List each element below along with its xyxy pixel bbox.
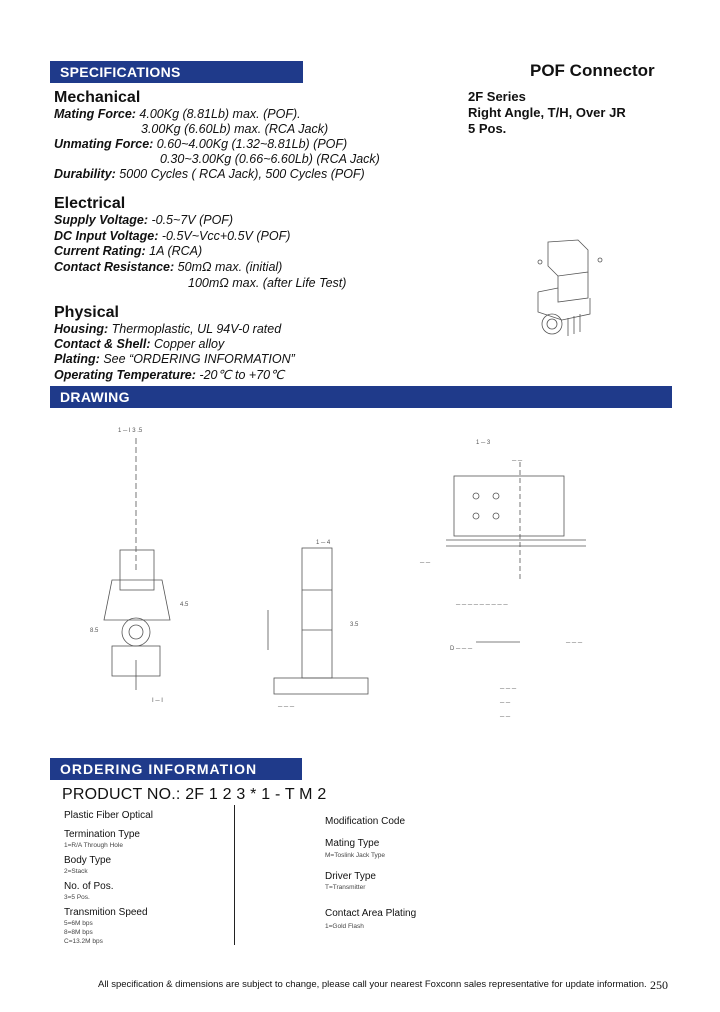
- durability-spec: Durability: 5000 Cycles ( RCA Jack), 500…: [54, 167, 365, 181]
- contact-resistance-spec: Contact Resistance: 50mΩ max. (initial): [54, 260, 282, 274]
- contact-shell-spec: Contact & Shell: Copper alloy: [54, 337, 224, 351]
- side-view-drawing: 1 ─ 4 ─ ─ ─ 3.5: [267, 540, 369, 710]
- contact-resistance-value: 50mΩ max. (initial): [174, 260, 283, 274]
- order-code-driver-type: Driver Type: [325, 871, 376, 882]
- order-code-termination-type: Termination Type: [64, 829, 140, 840]
- operating-temperature-value: -20℃ to +70℃: [195, 368, 285, 382]
- svg-text:─ ─: ─ ─: [419, 560, 431, 566]
- footer-disclaimer: All specification & dimensions are subje…: [98, 979, 647, 990]
- ordering-information-header-bar: ORDERING INFORMATION: [50, 758, 302, 780]
- connector-product-image: [537, 239, 603, 336]
- svg-text:8.5: 8.5: [90, 628, 99, 634]
- ordering-information-header-label: ORDERING INFORMATION: [60, 761, 258, 777]
- order-code-option: 1=R/A Through Hole: [64, 842, 123, 849]
- unmating-force-value-2: 0.30~3.00Kg (0.66~6.60Lb) (RCA Jack): [160, 152, 380, 166]
- product-title: POF Connector: [530, 61, 655, 80]
- specifications-header-label: SPECIFICATIONS: [60, 64, 181, 80]
- order-code-transmition-speed: Transmition Speed: [64, 907, 148, 918]
- svg-text:1 ─ 4: 1 ─ 4: [316, 540, 331, 546]
- housing-spec: Housing: Thermoplastic, UL 94V-0 rated: [54, 322, 281, 336]
- order-code-option: T=Transmitter: [325, 884, 366, 891]
- durability-label: Durability:: [54, 167, 116, 181]
- mating-force-value-2: 3.00Kg (6.60Lb) max. (RCA Jack): [141, 122, 329, 136]
- order-code-option: 2=Stack: [64, 868, 88, 875]
- physical-heading: Physical: [54, 304, 119, 321]
- operating-temperature-spec: Operating Temperature: -20℃ to +70℃: [54, 367, 284, 382]
- drawing-header-bar: DRAWING: [50, 386, 672, 408]
- current-rating-value: 1A (RCA): [145, 244, 203, 258]
- order-code-body-type: Body Type: [64, 855, 112, 866]
- contact-shell-value: Copper alloy: [150, 337, 225, 351]
- contact-resistance-label: Contact Resistance:: [54, 260, 175, 274]
- series-line: 2F Series: [468, 89, 526, 104]
- contact-shell-label: Contact & Shell:: [54, 337, 151, 351]
- order-code-option: 5=6M bps: [64, 920, 93, 927]
- page-number: 250: [650, 978, 668, 992]
- operating-temperature-label: Operating Temperature:: [54, 368, 196, 382]
- order-code-modification-code: Modification Code: [325, 816, 406, 827]
- svg-text:1 ─ I 3 .5: 1 ─ I 3 .5: [118, 428, 143, 434]
- dc-input-voltage-value: -0.5V~Vcc+0.5V (POF): [158, 229, 291, 243]
- order-code-no-of-pos: No. of Pos.: [64, 881, 114, 892]
- svg-text:─ ─ ─: ─ ─ ─: [499, 686, 517, 692]
- unmating-force-label: Unmating Force:: [54, 137, 154, 151]
- order-code-option: 8=8M bps: [64, 929, 93, 936]
- mating-force-spec: Mating Force: 4.00Kg (8.81Lb) max. (POF)…: [54, 107, 301, 121]
- svg-text:─ ─: ─ ─: [499, 714, 511, 720]
- footprint-drawing: 1 ─ 3 ─ ─ ─ ─ ─ ─ ─ ─ ─ ─ ─ ─ ─ D ─ ─ ─ …: [419, 440, 586, 720]
- plating-value: See “ORDERING INFORMATION”: [99, 352, 295, 366]
- svg-text:─ ─ ─: ─ ─ ─: [565, 640, 583, 646]
- housing-label: Housing:: [54, 322, 109, 336]
- svg-text:3.5: 3.5: [350, 622, 359, 628]
- drawing-header-label: DRAWING: [60, 389, 130, 405]
- supply-voltage-label: Supply Voltage:: [54, 213, 148, 227]
- supply-voltage-spec: Supply Voltage: -0.5~7V (POF): [54, 213, 233, 227]
- dc-input-voltage-label: DC Input Voltage:: [54, 229, 159, 243]
- mating-force-value: 4.00Kg (8.81Lb) max. (POF).: [135, 107, 301, 121]
- svg-text:I ─ I: I ─ I: [152, 698, 163, 704]
- plating-spec: Plating: See “ORDERING INFORMATION”: [54, 352, 295, 366]
- contact-resistance-value-2: 100mΩ max. (after Life Test): [188, 276, 347, 290]
- svg-text:─ ─ ─: ─ ─ ─: [277, 704, 295, 710]
- housing-value: Thermoplastic, UL 94V-0 rated: [108, 322, 282, 336]
- specifications-header-bar: SPECIFICATIONS: [50, 61, 303, 83]
- svg-text:─ ─: ─ ─: [499, 700, 511, 706]
- supply-voltage-value: -0.5~7V (POF): [148, 213, 234, 227]
- svg-text:─ ─ ─ ─ ─ ─ ─ ─ ─: ─ ─ ─ ─ ─ ─ ─ ─ ─: [455, 602, 508, 608]
- unmating-force-spec: Unmating Force: 0.60~4.00Kg (1.32~8.81Lb…: [54, 137, 347, 151]
- order-code-contact-area-plating: Contact Area Plating: [325, 908, 417, 919]
- ordering-divider: [234, 805, 235, 945]
- order-code-option: C=13.2M bps: [64, 938, 103, 945]
- svg-text:─ ─: ─ ─: [511, 458, 523, 464]
- series-line: Right Angle, T/H, Over JR: [468, 105, 626, 120]
- series-line: 5 Pos.: [468, 121, 507, 136]
- mechanical-heading: Mechanical: [54, 89, 141, 106]
- order-code-option: 3=5 Pos.: [64, 894, 90, 901]
- plating-label: Plating:: [54, 352, 100, 366]
- order-code-option: M=Toslink Jack Type: [325, 852, 386, 859]
- front-view-drawing: 1 ─ I 3 .5 I ─ I 4.5 8.5: [90, 428, 189, 704]
- order-code-option: 1=Gold Flash: [325, 923, 364, 930]
- svg-text:4.5: 4.5: [180, 602, 189, 608]
- order-code-plastic-fiber-optical: Plastic Fiber Optical: [64, 810, 153, 821]
- current-rating-label: Current Rating:: [54, 244, 146, 258]
- unmating-force-value: 0.60~4.00Kg (1.32~8.81Lb) (POF): [153, 137, 348, 151]
- durability-value: 5000 Cycles ( RCA Jack), 500 Cycles (POF…: [115, 167, 365, 181]
- product-number: PRODUCT NO.: 2F 1 2 3 * 1 - T M 2: [62, 786, 327, 803]
- dc-input-voltage-spec: DC Input Voltage: -0.5V~Vcc+0.5V (POF): [54, 229, 290, 243]
- electrical-heading: Electrical: [54, 195, 126, 212]
- order-code-mating-type: Mating Type: [325, 838, 380, 849]
- series-info: 2F Series Right Angle, T/H, Over JR 5 Po…: [468, 89, 626, 137]
- svg-text:D ─ ─ ─: D ─ ─ ─: [450, 646, 473, 652]
- mating-force-label: Mating Force:: [54, 107, 136, 121]
- svg-text:1 ─ 3: 1 ─ 3: [476, 440, 491, 446]
- current-rating-spec: Current Rating: 1A (RCA): [54, 244, 202, 258]
